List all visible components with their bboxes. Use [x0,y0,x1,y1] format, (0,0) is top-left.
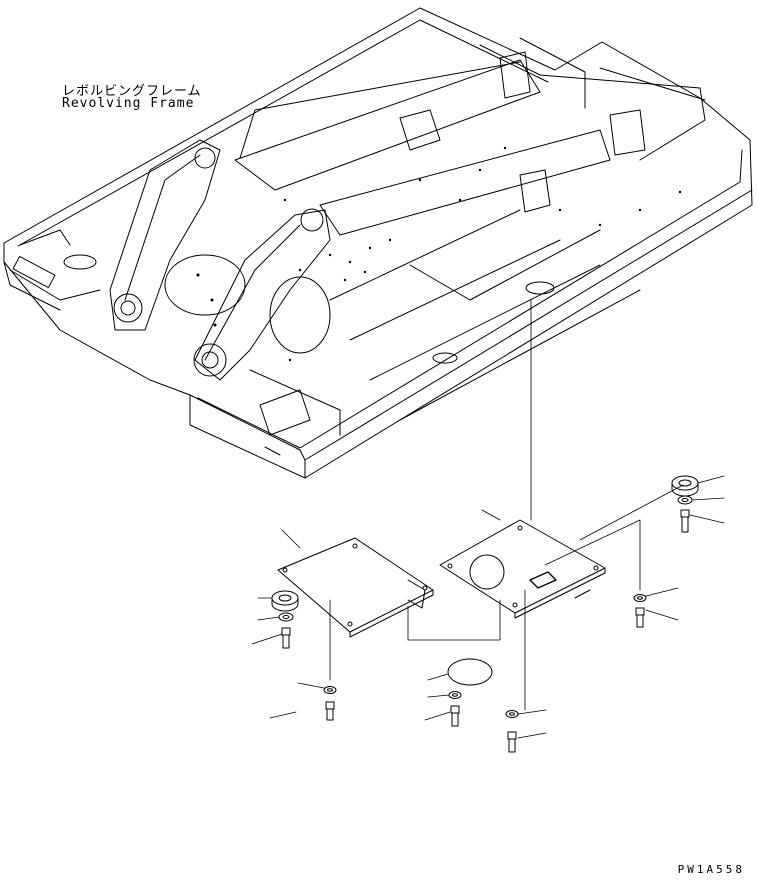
left-hardware [252,591,336,720]
frame-title-jp: レボルビングフレーム [62,84,202,99]
right-hardware [634,476,724,627]
leader-between-plates [408,600,500,640]
frame-rivets [196,146,682,362]
drawing-code: PW1A558 [677,863,745,876]
revolving-frame [4,8,752,478]
frame-title-en: Revolving Frame [62,96,195,111]
cap-hardware [425,659,546,752]
right-cover-plate [440,485,683,710]
left-cover-plate [278,530,433,680]
